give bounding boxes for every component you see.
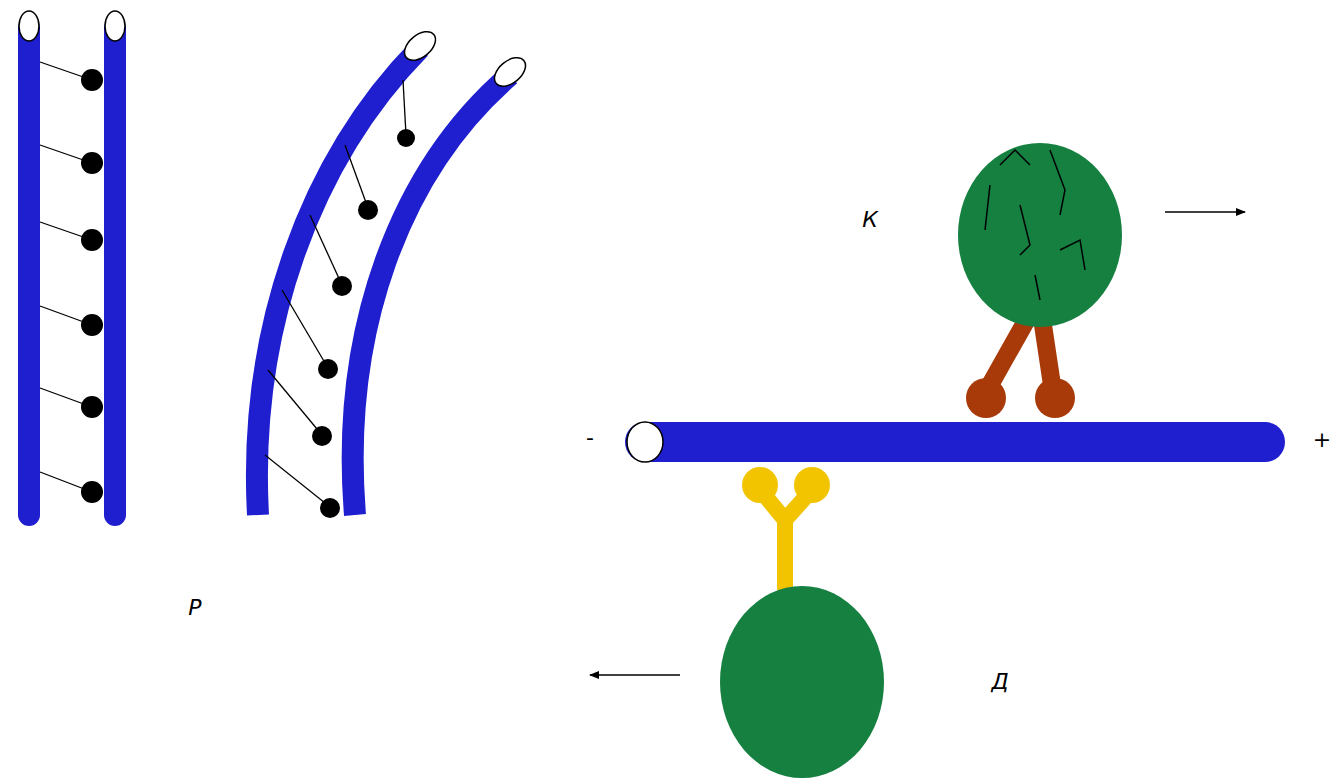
bent-doublet xyxy=(257,26,531,518)
polarity-sign: - xyxy=(586,427,594,449)
dynein-motor xyxy=(590,467,884,778)
motor-label: К xyxy=(862,209,878,231)
straight-doublet xyxy=(19,11,125,515)
figure-label: Р xyxy=(188,597,201,619)
microtubule xyxy=(627,422,1265,462)
motor-label: Д xyxy=(991,671,1008,693)
polarity-sign: + xyxy=(1313,429,1331,451)
kinesin-motor xyxy=(958,143,1245,418)
